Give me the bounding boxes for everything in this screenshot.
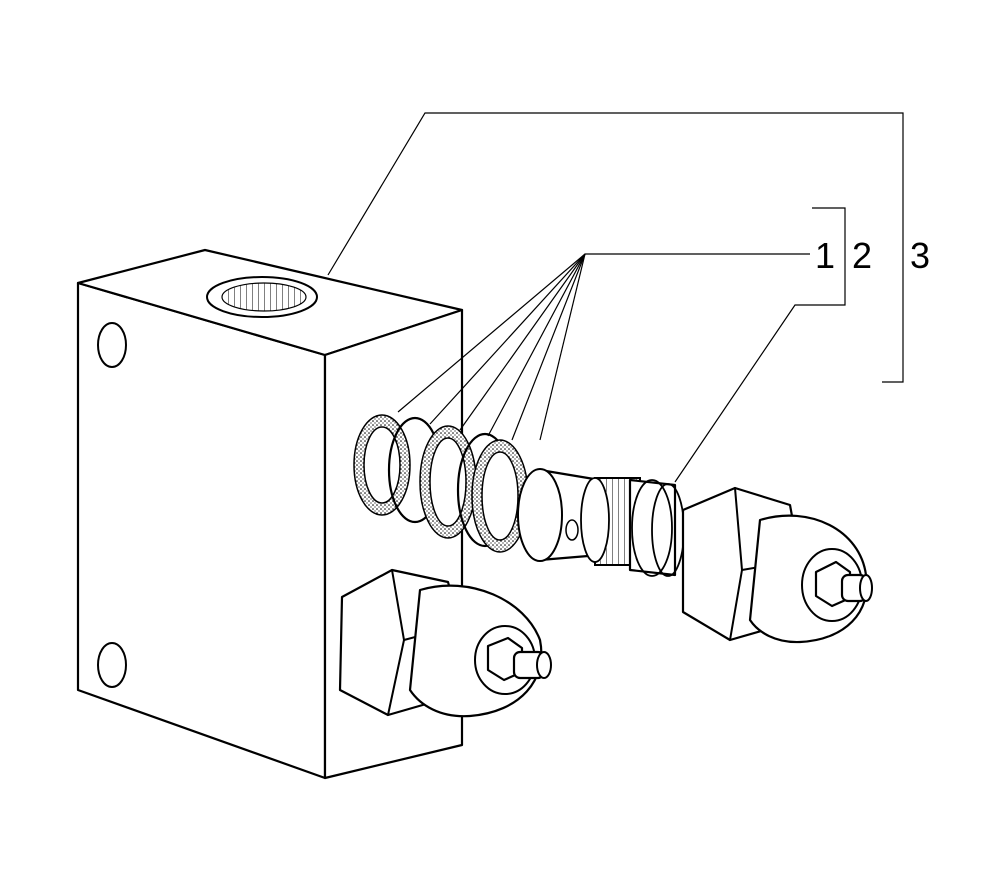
mounting-hole-lower <box>97 642 127 688</box>
mounting-hole-upper <box>97 322 127 368</box>
bracket-3 <box>327 112 904 383</box>
leader-1-ring-c <box>459 253 586 431</box>
leader-1-ring-e <box>511 253 586 441</box>
callout-2: 2 <box>852 235 872 276</box>
callout-1: 1 <box>815 235 835 276</box>
leader-1-ring-b <box>429 253 586 425</box>
bracket-2 <box>674 207 846 483</box>
callout-labels: 1 2 3 <box>815 235 930 276</box>
installed-cartridge <box>338 568 552 718</box>
top-port-thread <box>221 282 307 312</box>
seal-rings <box>353 414 529 553</box>
leader-1-ring-a <box>397 253 586 413</box>
exploded-cartridge <box>517 468 873 644</box>
callout-3: 3 <box>910 235 930 276</box>
leaders <box>327 112 904 483</box>
leader-1-ring-f <box>539 253 586 441</box>
leader-1-ring-d <box>487 253 586 437</box>
